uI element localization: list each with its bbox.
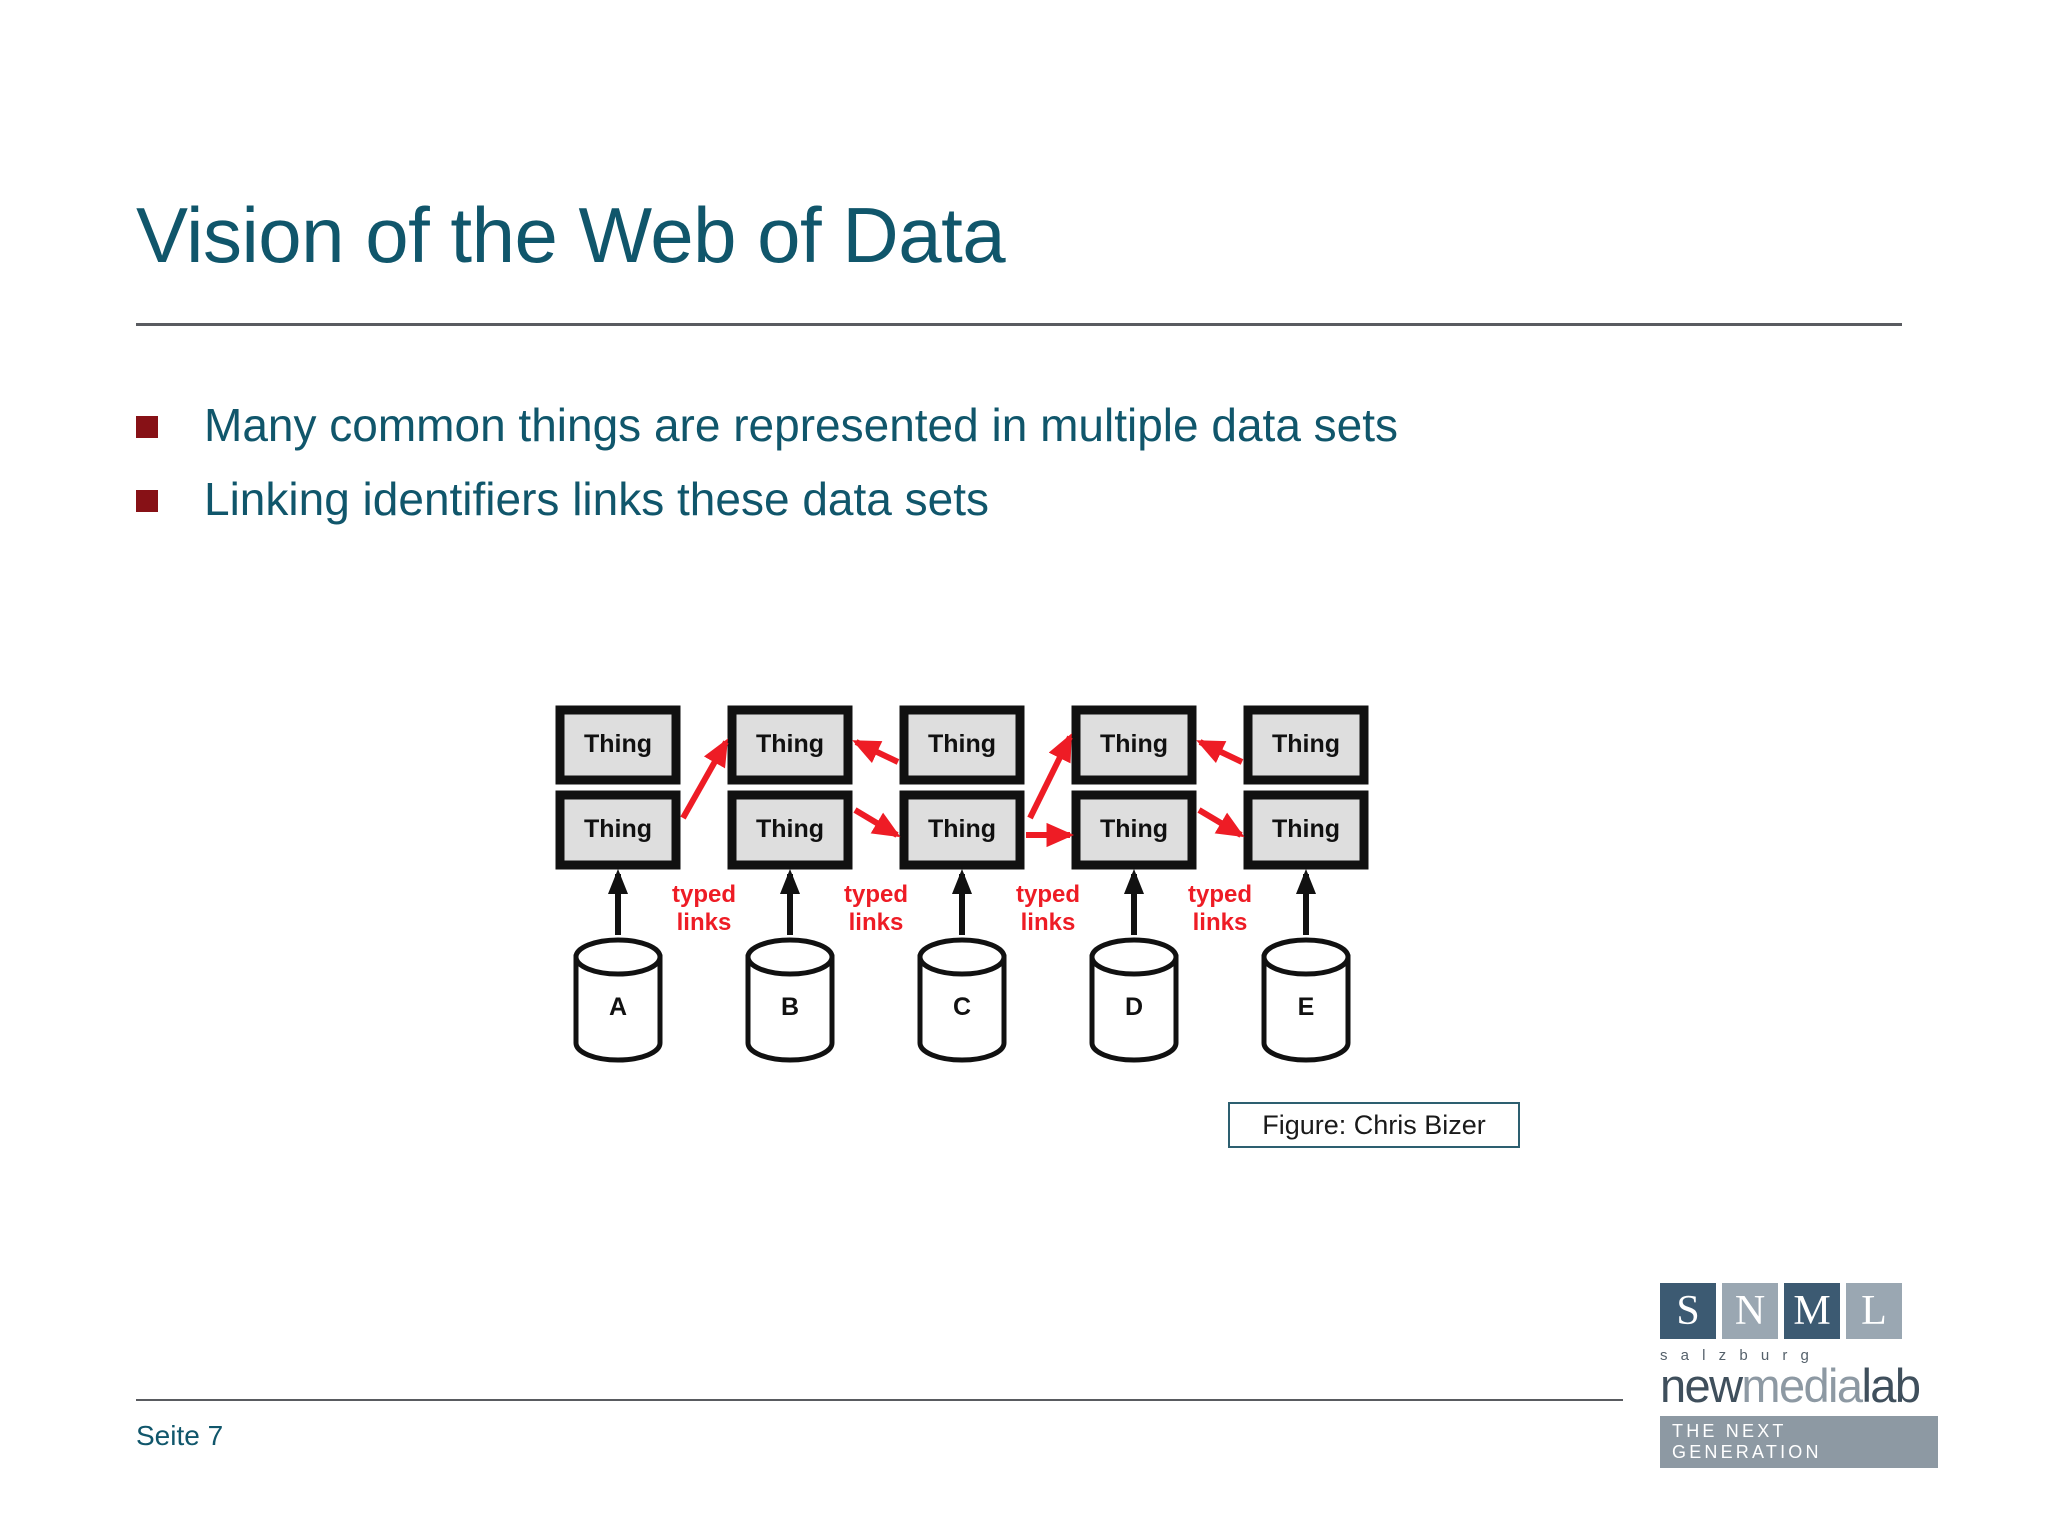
logo-wordmark: newmedialab <box>1660 1362 1950 1412</box>
thing-label: Thing <box>1100 815 1168 843</box>
snml-logo: S N M L s a l z b u r g newmedialab THE … <box>1660 1283 1950 1468</box>
svg-text:links: links <box>677 909 732 936</box>
thing-box-d-top: Thing <box>1071 705 1197 785</box>
thing-label: Thing <box>1272 815 1340 843</box>
bullet-list: Many common things are represented in mu… <box>136 399 1736 548</box>
typed-link-arrow-e-d <box>1196 739 1244 765</box>
web-of-data-diagram: Thing Thing Thing Thing Thing Thing Thin… <box>555 705 1369 1063</box>
logo-word-media: media <box>1741 1359 1863 1412</box>
figure-credit-box: Figure: Chris Bizer <box>1228 1102 1520 1148</box>
typed-link-arrow-a-b <box>680 738 729 820</box>
typed-link-arrow-c-d-top <box>1027 733 1073 820</box>
thing-box-e-top: Thing <box>1243 705 1369 785</box>
bullet-square-icon <box>136 416 158 438</box>
database-cylinder-a: A <box>573 937 663 1063</box>
logo-letter-l: L <box>1846 1283 1902 1339</box>
logo-letter-m: M <box>1784 1283 1840 1339</box>
dataset-label: B <box>781 993 799 1021</box>
logo-letter-blocks: S N M L <box>1660 1283 1950 1339</box>
logo-letter-n: N <box>1722 1283 1778 1339</box>
bullet-text: Linking identifiers links these data set… <box>204 473 989 525</box>
svg-text:typed: typed <box>1016 881 1080 908</box>
svg-text:typed: typed <box>672 881 736 908</box>
svg-text:typed: typed <box>1188 881 1252 908</box>
page-title: Vision of the Web of Data <box>136 191 1006 279</box>
database-cylinder-b: B <box>745 937 835 1063</box>
bullet-text: Many common things are represented in mu… <box>204 399 1399 451</box>
dataset-label: A <box>609 993 627 1021</box>
thing-label: Thing <box>928 815 996 843</box>
thing-box-c-top: Thing <box>899 705 1025 785</box>
database-cylinder-d: D <box>1089 937 1179 1063</box>
footer-divider <box>136 1399 1623 1401</box>
thing-label: Thing <box>584 730 652 758</box>
typed-links-label-1: typed links <box>672 881 736 936</box>
database-cylinder-c: C <box>917 937 1007 1063</box>
typed-link-arrow-b-c <box>853 807 901 838</box>
logo-word-lab: lab <box>1861 1359 1921 1412</box>
bullet-square-icon <box>136 490 158 512</box>
typed-links-label-2: typed links <box>844 881 908 936</box>
dataset-label: D <box>1125 993 1143 1021</box>
logo-salzburg-text: s a l z b u r g <box>1660 1347 1814 1364</box>
thing-box-e-bottom: Thing <box>1243 790 1369 870</box>
thing-label: Thing <box>584 815 652 843</box>
typed-links-label-3: typed links <box>1016 881 1080 936</box>
thing-box-c-bottom: Thing <box>899 790 1025 870</box>
svg-text:typed: typed <box>844 881 908 908</box>
logo-tagline: THE NEXT GENERATION <box>1660 1416 1938 1468</box>
list-item: Linking identifiers links these data set… <box>136 473 1736 532</box>
list-item: Many common things are represented in mu… <box>136 399 1736 458</box>
thing-label: Thing <box>1272 730 1340 758</box>
dataset-label: E <box>1298 993 1315 1021</box>
typed-link-arrow-c-b <box>852 739 900 765</box>
logo-letter-s: S <box>1660 1283 1716 1339</box>
thing-label: Thing <box>756 730 824 758</box>
typed-link-arrow-d-e <box>1197 807 1245 838</box>
dataset-label: C <box>953 993 971 1021</box>
thing-box-b-top: Thing <box>727 705 853 785</box>
thing-label: Thing <box>756 815 824 843</box>
page-number: Seite 7 <box>136 1420 224 1451</box>
svg-text:links: links <box>1193 909 1248 936</box>
svg-text:links: links <box>1021 909 1076 936</box>
logo-word-new: new <box>1660 1359 1743 1412</box>
svg-text:links: links <box>849 909 904 936</box>
thing-label: Thing <box>1100 730 1168 758</box>
typed-links-label-4: typed links <box>1188 881 1252 936</box>
thing-box-b-bottom: Thing <box>727 790 853 870</box>
thing-box-d-bottom: Thing <box>1071 790 1197 870</box>
thing-label: Thing <box>928 730 996 758</box>
title-divider <box>136 323 1902 326</box>
thing-box-a-bottom: Thing <box>555 790 681 870</box>
thing-box-a-top: Thing <box>555 705 681 785</box>
database-cylinder-e: E <box>1261 937 1351 1063</box>
